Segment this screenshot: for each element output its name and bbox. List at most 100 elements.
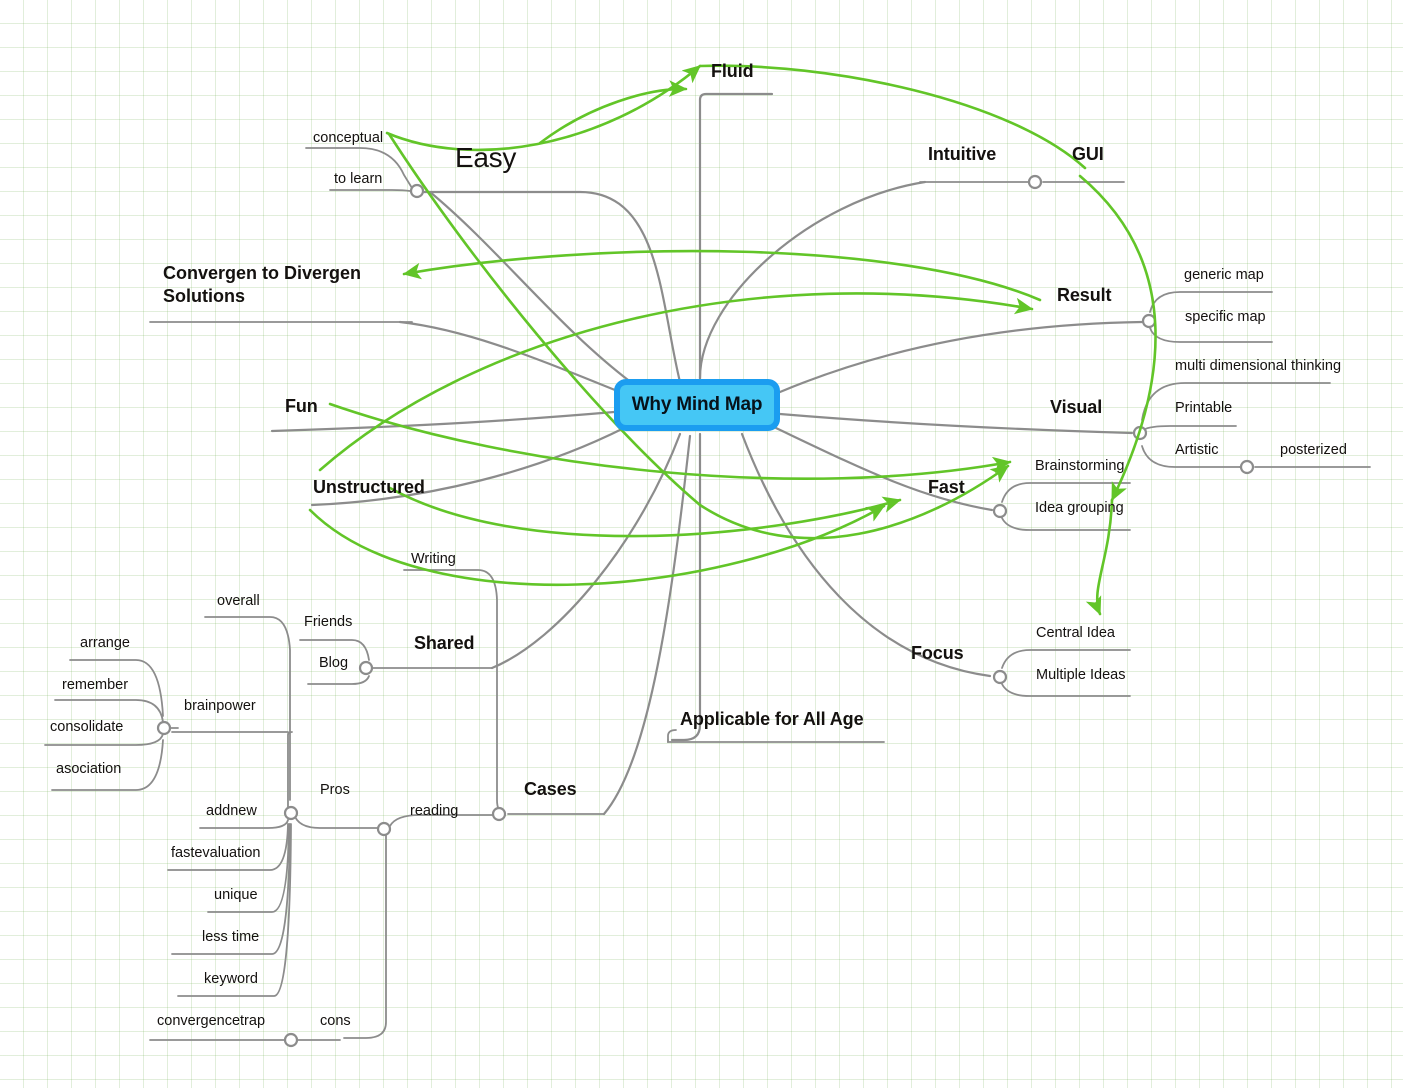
- edge-friends: [299, 639, 370, 661]
- junction-cases: [491, 806, 507, 822]
- junction-result: [1141, 313, 1157, 329]
- edge-fun: [270, 410, 616, 433]
- edge-consolidate: [44, 733, 164, 746]
- node-pros[interactable]: Pros: [320, 782, 350, 798]
- edge-intuitive: [698, 180, 927, 380]
- node-less-time[interactable]: less time: [202, 929, 260, 945]
- node-cases[interactable]: Cases: [524, 779, 577, 799]
- xlink-fun-visual: [328, 402, 1012, 481]
- node-generic-map[interactable]: generic map: [1184, 267, 1264, 283]
- edge-visual: [778, 412, 1134, 435]
- edge-convergen: [398, 320, 622, 394]
- junction-easy: [409, 183, 425, 199]
- node-friends[interactable]: Friends: [304, 614, 353, 630]
- edge-keyword: [177, 823, 292, 997]
- junction-shared: [358, 660, 374, 676]
- node-visual[interactable]: Visual: [1050, 397, 1103, 417]
- node-result[interactable]: Result: [1057, 285, 1112, 305]
- edge-writing: [403, 569, 505, 814]
- junction-artistic: [1239, 459, 1255, 475]
- node-posterized[interactable]: posterized: [1280, 442, 1347, 458]
- node-fluid[interactable]: Fluid: [711, 61, 754, 81]
- edge-applicable: [670, 432, 702, 742]
- edge-idea-grouping: [1001, 517, 1131, 531]
- node-brainstorming[interactable]: Brainstorming: [1035, 458, 1125, 474]
- node-reading[interactable]: reading: [410, 803, 459, 819]
- node-focus[interactable]: Focus: [911, 643, 964, 663]
- edge-cases: [602, 434, 692, 816]
- xlink-to-convergen: [402, 249, 1042, 302]
- edge-multiple-ideas: [1001, 683, 1131, 697]
- edge-focus: [740, 432, 992, 678]
- edge-pros-up: [293, 813, 385, 829]
- node-easy[interactable]: Easy: [455, 142, 517, 173]
- junction-focus: [992, 669, 1008, 685]
- edge-shared: [490, 432, 682, 670]
- edge-easy: [428, 190, 638, 388]
- edge-applicable-stub: [667, 729, 677, 743]
- node-arrange[interactable]: arrange: [80, 635, 130, 651]
- edge-reading-line: [389, 814, 499, 827]
- node-fast[interactable]: Fast: [928, 477, 965, 497]
- node-fun[interactable]: Fun: [285, 396, 318, 416]
- node-cons[interactable]: cons: [320, 1013, 351, 1029]
- node-blog[interactable]: Blog: [319, 655, 349, 671]
- edge-cons-down: [343, 833, 387, 1039]
- node-remember[interactable]: remember: [62, 677, 129, 693]
- node-artistic[interactable]: Artistic: [1175, 442, 1219, 458]
- root-node[interactable]: Why Mind Map: [614, 379, 780, 431]
- node-shared[interactable]: Shared: [414, 633, 475, 653]
- edge-multi-dim: [1141, 382, 1331, 421]
- edge-generic-map: [1149, 291, 1273, 313]
- node-unique[interactable]: unique: [214, 887, 258, 903]
- edge-applicable-line: [667, 739, 885, 743]
- edge-unstructured: [310, 426, 626, 507]
- xlink-fluid-easy: [385, 64, 702, 152]
- edge-less-time: [171, 823, 291, 955]
- node-to-learn[interactable]: to learn: [334, 171, 383, 187]
- node-multi-dim[interactable]: multi dimensional thinking: [1175, 358, 1342, 374]
- xlink-to-result: [318, 292, 1034, 472]
- node-unstructured[interactable]: Unstructured: [313, 477, 425, 497]
- node-brainpower[interactable]: brainpower: [184, 698, 256, 714]
- junction-intuitive: [1027, 174, 1043, 190]
- node-idea-grouping[interactable]: Idea grouping: [1035, 500, 1124, 516]
- node-applicable[interactable]: Applicable for All Age: [680, 709, 864, 729]
- node-addnew[interactable]: addnew: [206, 803, 257, 819]
- xlink-unstructured-fast: [388, 486, 902, 538]
- junction-pros: [283, 805, 299, 821]
- xlink-conceptual-fast: [387, 132, 702, 507]
- xlink-easy-fluid: [538, 80, 688, 145]
- root-label: Why Mind Map: [631, 394, 763, 415]
- edge-asociation: [51, 739, 164, 791]
- edge-arrange: [69, 659, 164, 717]
- node-consolidate[interactable]: consolidate: [50, 719, 124, 735]
- edge-unique: [207, 823, 290, 913]
- node-fastevaluation[interactable]: fastevaluation: [171, 845, 261, 861]
- xlink-bottom-fast: [308, 504, 886, 587]
- edge-central-idea: [1001, 649, 1131, 669]
- node-gui[interactable]: GUI: [1072, 144, 1104, 164]
- node-overall[interactable]: overall: [217, 593, 260, 609]
- node-keyword[interactable]: keyword: [204, 971, 258, 987]
- xlink-conceptual-fast2: [698, 464, 1010, 540]
- node-intuitive[interactable]: Intuitive: [928, 144, 997, 164]
- node-asociation[interactable]: asociation: [56, 761, 122, 777]
- junction-brainpower: [156, 720, 172, 736]
- edge-to-learn: [329, 189, 411, 192]
- node-printable[interactable]: Printable: [1175, 400, 1233, 416]
- edge-result: [778, 320, 1144, 394]
- edge-easy-trunk: [416, 190, 682, 384]
- node-specific-map[interactable]: specific map: [1185, 309, 1266, 325]
- node-central-idea[interactable]: Central Idea: [1036, 625, 1115, 641]
- node-conceptual[interactable]: conceptual: [313, 130, 384, 146]
- node-convergen[interactable]: Convergen to Divergen Solutions: [163, 263, 362, 306]
- edge-fast: [774, 426, 994, 512]
- node-writing[interactable]: Writing: [411, 551, 456, 567]
- junction-fast: [992, 503, 1008, 519]
- edge-conceptual: [305, 147, 413, 189]
- xlink-loop-central: [1085, 498, 1114, 616]
- node-convergencetrap[interactable]: convergencetrap: [157, 1013, 266, 1029]
- node-multiple-ideas[interactable]: Multiple Ideas: [1036, 667, 1126, 683]
